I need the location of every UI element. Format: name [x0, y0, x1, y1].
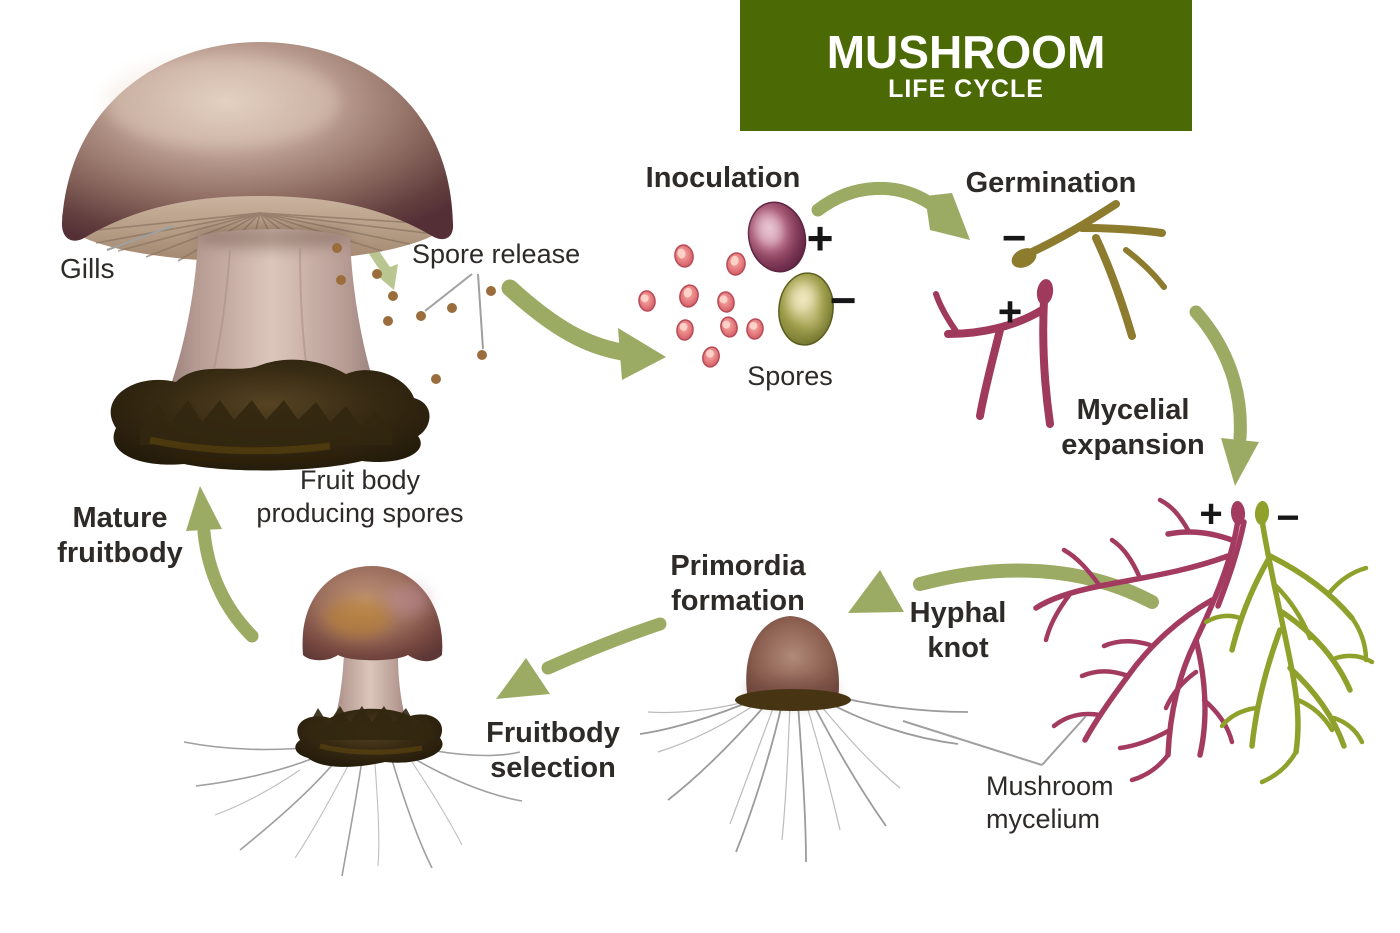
medium-mycelium-roots-fine — [214, 761, 463, 867]
spore-cluster — [638, 244, 764, 368]
volva-streak-dark — [174, 452, 346, 464]
mycelium-pointer-right — [1041, 715, 1087, 766]
label-fruit-body-producing-spores: Fruit body producing spores — [256, 465, 464, 528]
arrow-to-spores — [501, 279, 666, 380]
label-inoculation: Inoculation — [645, 162, 801, 194]
primordium-base — [735, 689, 851, 711]
mycelium-minus-sign: − — [1276, 496, 1300, 540]
label-spore-release: Spore release — [412, 239, 581, 269]
label-hyphal-knot: Hyphal knot — [909, 597, 1007, 665]
pointer-lines — [106, 225, 1087, 766]
primordium-mycelium-roots — [639, 693, 969, 863]
spore-release-pointer-1 — [424, 273, 473, 312]
label-mushroom-mycelium: Mushroom mycelium — [986, 771, 1114, 834]
mature-mushroom-illustration — [61, 42, 454, 471]
medium-base-edge — [308, 706, 434, 740]
plus-mycelium-network — [1033, 497, 1247, 783]
arrow-to-mature-fruitbody — [186, 486, 259, 643]
medium-base-streak — [319, 743, 423, 755]
germinating-minus-spore — [1011, 200, 1167, 340]
plus-spore-illustration — [747, 201, 807, 273]
title-banner: MUSHROOM LIFE CYCLE — [740, 0, 1192, 131]
label-mycelial-expansion: Mycelial expansion — [1061, 394, 1205, 462]
germination-minus-sign: − — [1001, 214, 1027, 261]
label-germination: Germination — [965, 167, 1137, 199]
minus-spore-illustration — [778, 272, 834, 346]
banner-subtitle: LIFE CYCLE — [888, 74, 1044, 103]
arrow-germination-to-mycelium — [1189, 305, 1259, 486]
primordium-mycelium-roots-fine — [647, 699, 901, 841]
inoculation-plus-sign: + — [806, 212, 834, 264]
medium-mushroom-illustration — [183, 566, 523, 877]
label-primordia-formation: Primordia formation — [670, 550, 806, 618]
minus-mycelium-network — [1203, 501, 1375, 785]
mycelium-pointer-left — [902, 720, 1043, 766]
spore-release-pointer-2 — [477, 273, 484, 350]
cap-highlight — [104, 56, 340, 148]
label-fruitbody-selection: Fruitbody selection — [486, 717, 620, 785]
label-mature-fruitbody: Mature fruitbody — [57, 502, 183, 570]
mycelium-plus-sign: + — [1199, 492, 1223, 536]
arrow-inoculation-to-germination — [811, 182, 970, 240]
spore-dots — [332, 243, 496, 384]
germinating-plus-spore — [933, 279, 1054, 428]
arrow-mycelium-to-hyphal-knot — [848, 563, 1159, 613]
stem-top-shadow — [193, 225, 353, 249]
banner-title: MUSHROOM — [826, 25, 1106, 78]
germination-plus-sign: + — [997, 288, 1023, 335]
volva-edge — [140, 400, 392, 445]
cap-pink-patch — [386, 584, 430, 616]
arrow-primordia-to-fruitbody — [496, 617, 667, 699]
volva-streak — [149, 436, 331, 455]
gills-pointer — [106, 225, 174, 251]
primordium-illustration — [639, 616, 969, 863]
label-gills: Gills — [60, 253, 115, 284]
cap-orange-patch — [324, 598, 392, 638]
label-spores: Spores — [747, 361, 833, 391]
inoculation-minus-sign: − — [829, 274, 857, 326]
